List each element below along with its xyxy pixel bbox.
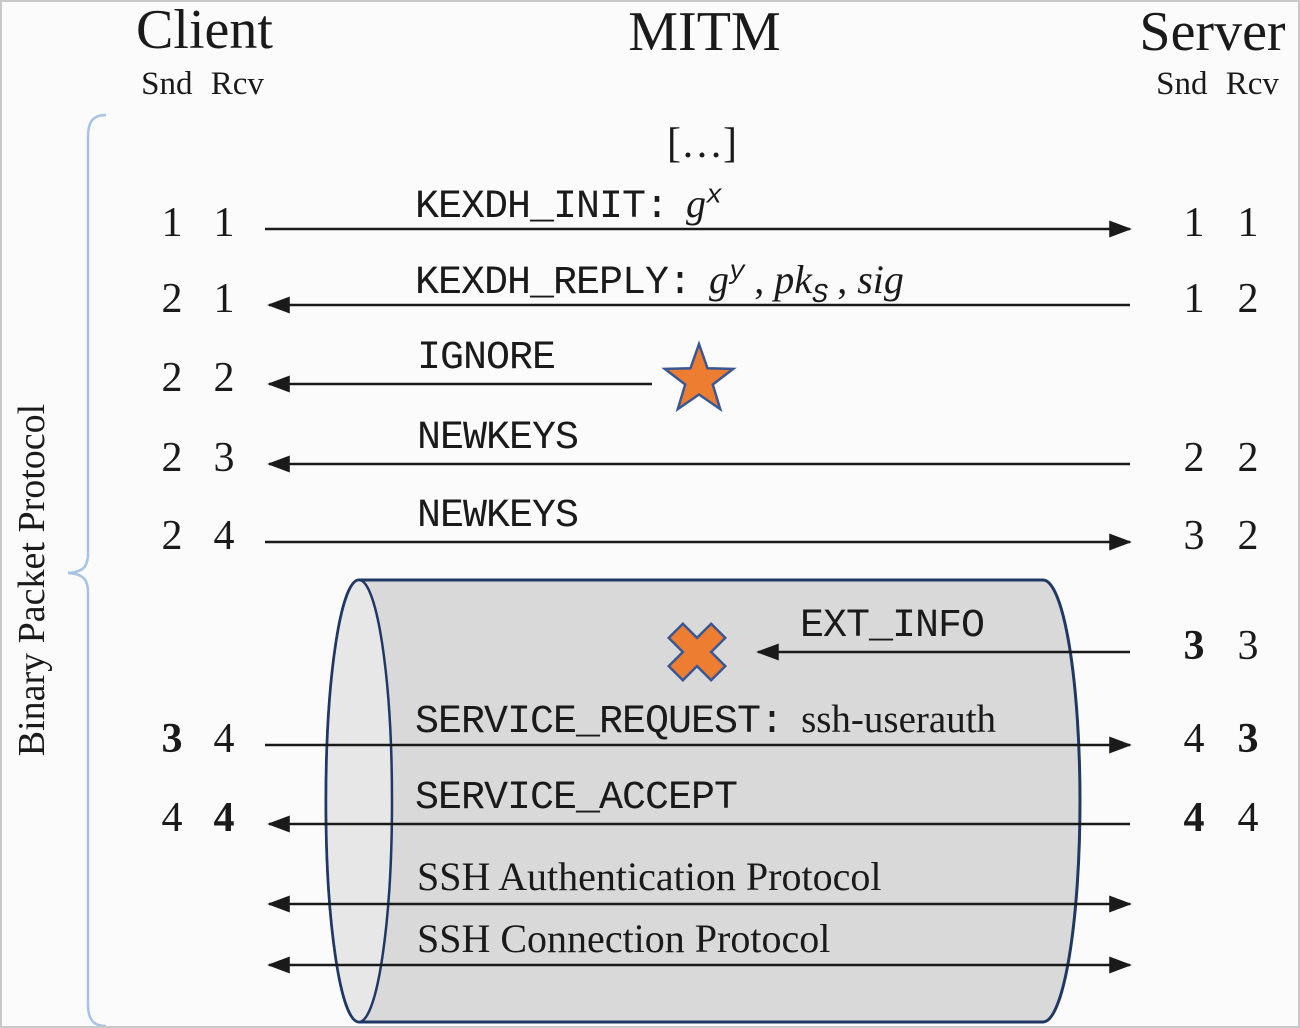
- mitm-injection-star-icon: [661, 340, 737, 413]
- message-label-ignore: IGNORE: [417, 336, 556, 381]
- client-snd-counter: 2: [161, 513, 183, 559]
- server-snd-counter: 4: [1183, 795, 1205, 841]
- encrypted-tunnel-cylinder-cap: [324, 578, 394, 1024]
- client-rcv-counter: 2: [213, 355, 235, 401]
- server-rcv-counter: 1: [1237, 200, 1259, 246]
- client-column-title: Client: [136, 0, 273, 61]
- mitm-column-title: MITM: [628, 1, 781, 63]
- server-snd-counter: 3: [1183, 623, 1205, 669]
- server-snd-counter: 4: [1183, 716, 1205, 762]
- ellipsis-label: […]: [667, 121, 737, 167]
- message-label-service-request: SERVICE_REQUEST:ssh-userauth: [415, 698, 997, 745]
- client-snd-counter: 2: [161, 435, 183, 481]
- client-snd-counter: 2: [161, 276, 183, 322]
- message-label-kexdh-reply: KEXDH_REPLY:gy , pkS , sig: [415, 257, 904, 311]
- client-rcv-counter: 4: [213, 716, 235, 762]
- message-label-newkeys-s2c: NEWKEYS: [417, 416, 579, 461]
- client-snd-counter: 4: [161, 795, 183, 841]
- client-snd-counter: 2: [161, 355, 183, 401]
- binary-packet-protocol-brace: [67, 113, 107, 1026]
- client-snd-counter: 3: [161, 716, 183, 762]
- server-rcv-counter: 4: [1237, 795, 1259, 841]
- client-snd-rcv-header: Snd Rcv: [141, 66, 264, 102]
- server-snd-counter: 2: [1183, 435, 1205, 481]
- message-label-newkeys-c2s: NEWKEYS: [417, 494, 579, 539]
- client-rcv-counter: 3: [213, 435, 235, 481]
- server-snd-counter: 1: [1183, 276, 1205, 322]
- ssh-connection-protocol-label: SSH Connection Protocol: [417, 916, 831, 961]
- client-rcv-counter: 4: [213, 795, 235, 841]
- message-label-service-accept: SERVICE_ACCEPT: [415, 776, 738, 821]
- server-snd-rcv-header: Snd Rcv: [1156, 66, 1279, 102]
- server-snd-counter: 3: [1183, 513, 1205, 559]
- server-rcv-counter: 2: [1237, 276, 1259, 322]
- mitm-block-cross-icon: [666, 621, 728, 683]
- ssh-authentication-protocol-label: SSH Authentication Protocol: [417, 854, 882, 899]
- client-snd-counter: 1: [161, 200, 183, 246]
- server-rcv-counter: 2: [1237, 435, 1259, 481]
- client-rcv-counter: 1: [213, 276, 235, 322]
- server-snd-counter: 1: [1183, 200, 1205, 246]
- message-label-kexdh-init: KEXDH_INIT:gx: [415, 181, 722, 230]
- binary-packet-protocol-label: Binary Packet Protocol: [11, 403, 53, 757]
- server-rcv-counter: 3: [1237, 623, 1259, 669]
- client-rcv-counter: 4: [213, 513, 235, 559]
- server-column-title: Server: [1139, 1, 1286, 63]
- server-rcv-counter: 3: [1237, 716, 1259, 762]
- message-label-ext-info: EXT_INFO: [800, 604, 985, 649]
- client-rcv-counter: 1: [213, 200, 235, 246]
- server-rcv-counter: 2: [1237, 513, 1259, 559]
